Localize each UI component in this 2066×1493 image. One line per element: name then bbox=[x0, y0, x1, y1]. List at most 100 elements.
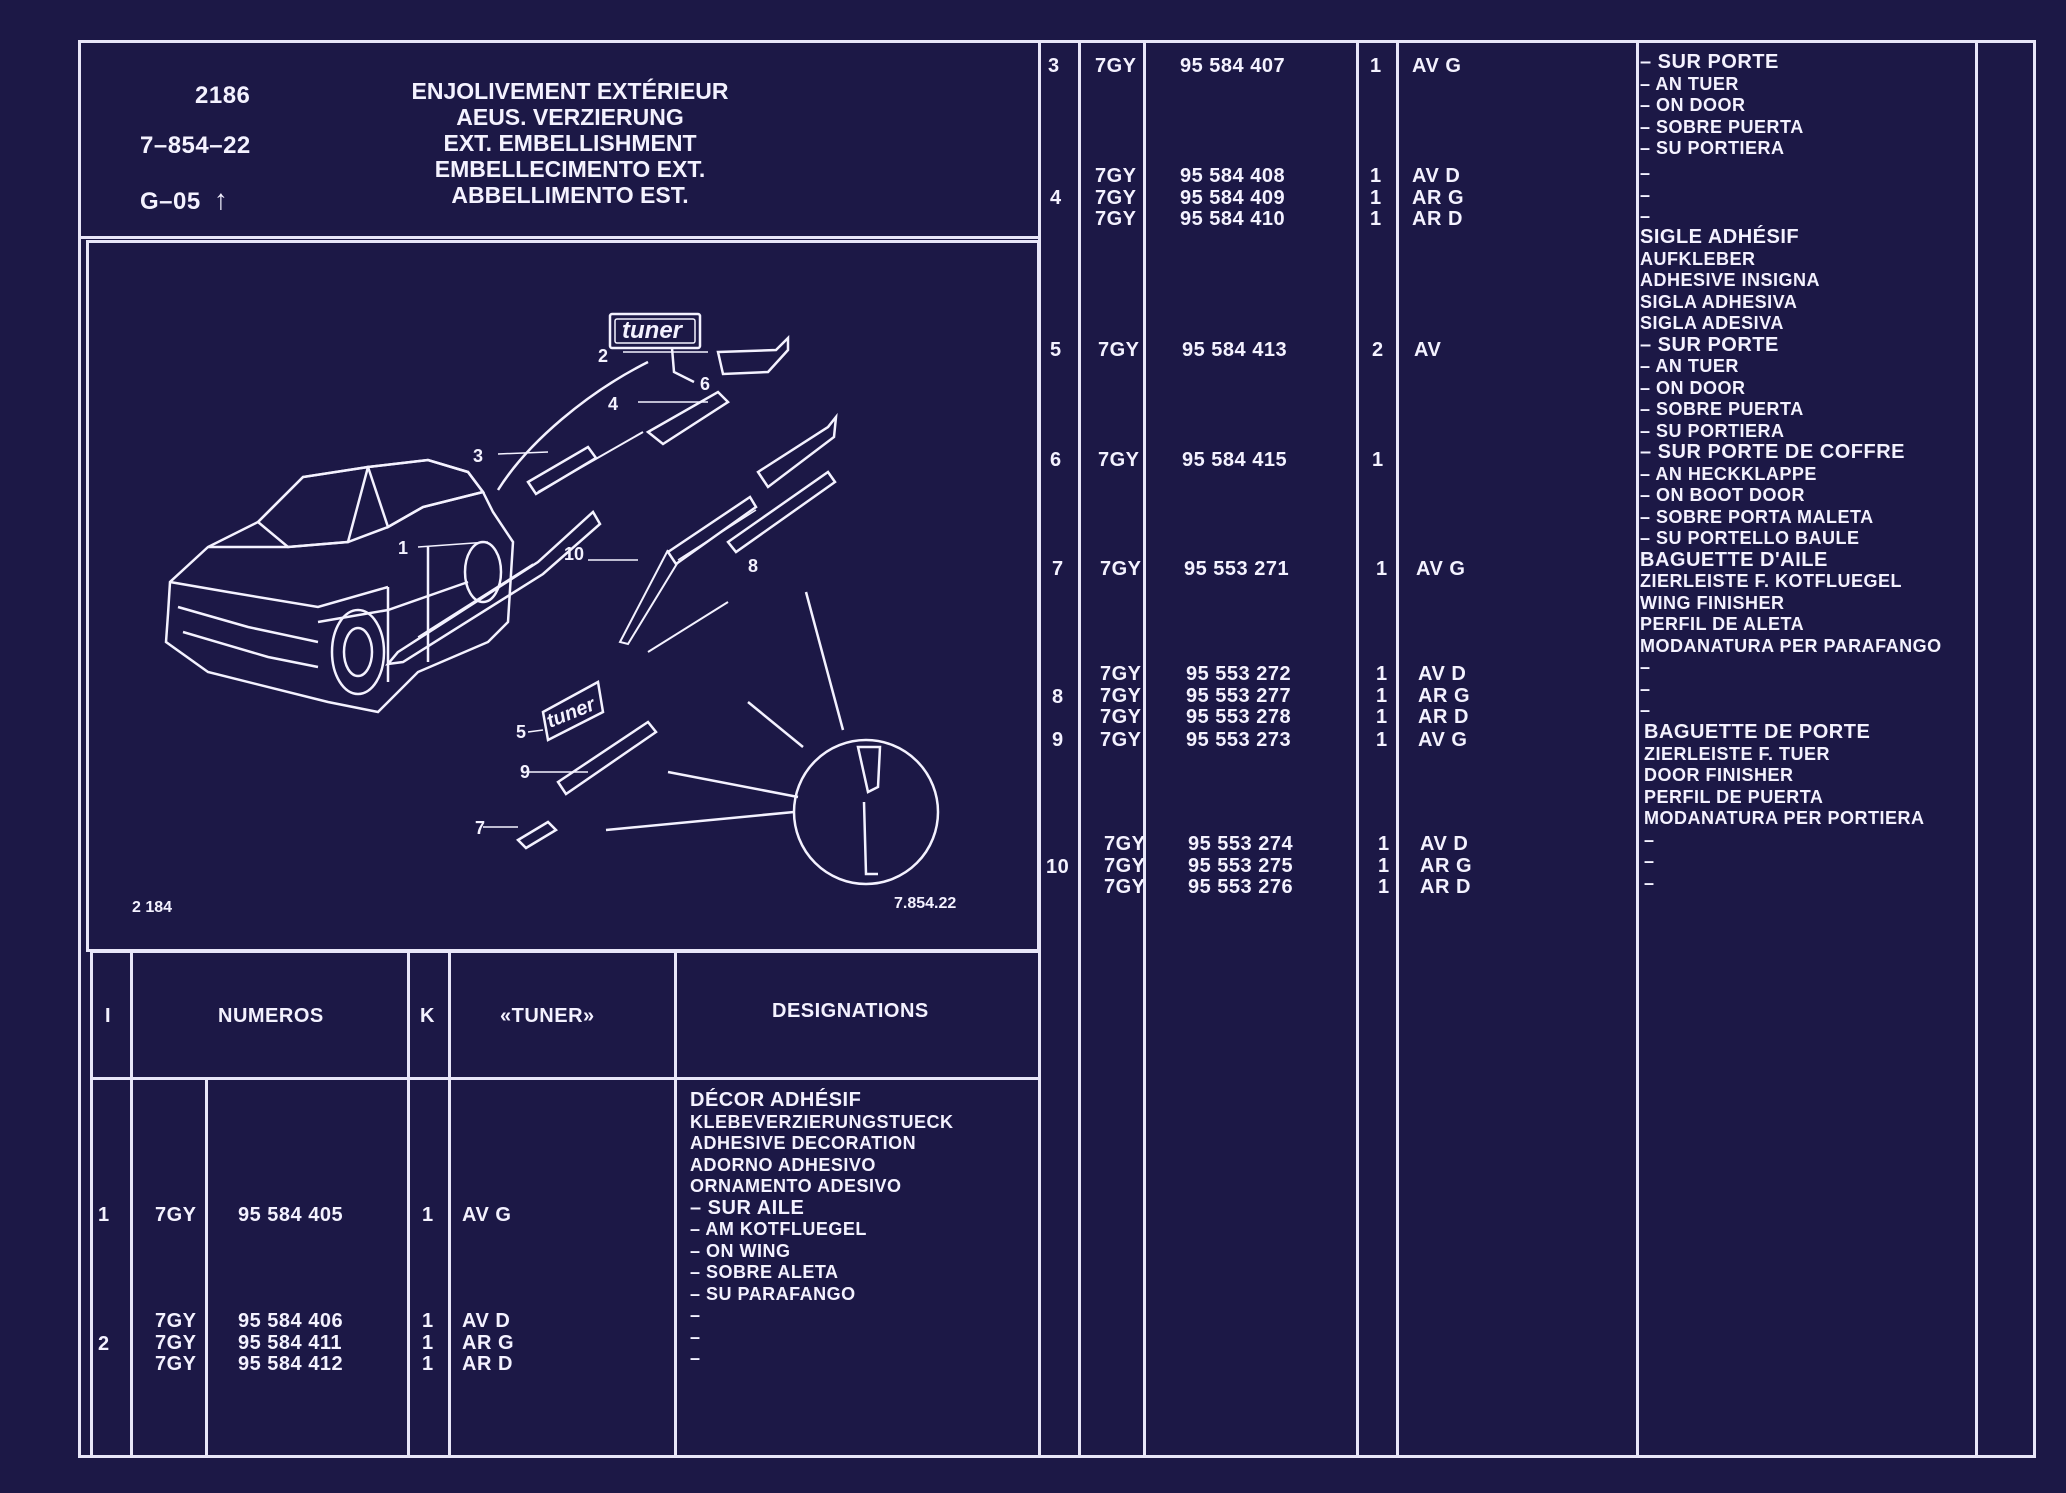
ref-2: 2 bbox=[98, 1333, 110, 1355]
col-line bbox=[1143, 40, 1146, 1458]
tuner-badge-text: tuner bbox=[622, 317, 684, 344]
callout-8: 8 bbox=[748, 556, 758, 576]
col-line bbox=[674, 950, 677, 1458]
col-line bbox=[1396, 40, 1399, 1458]
part-qty: 1 bbox=[1376, 729, 1388, 751]
ref-4: 4 bbox=[1050, 187, 1062, 209]
part-qty: 1 bbox=[1370, 55, 1382, 77]
strip-3 bbox=[526, 445, 598, 496]
strip-4 bbox=[645, 390, 730, 446]
ref-1: 1 bbox=[98, 1204, 110, 1226]
figure-code-right: 7.854.22 bbox=[894, 895, 956, 912]
ref-6: 6 bbox=[1050, 449, 1062, 471]
exploded-view-diagram: tuner 6 2 4 3 1 8 10 tuner 5 9 7 2 184 7… bbox=[132, 312, 956, 916]
part-code: 7GY bbox=[1095, 55, 1137, 77]
part-code: 7GY bbox=[155, 1204, 197, 1226]
table-header-bottom bbox=[90, 1077, 1040, 1080]
part-number: 95 584 407 bbox=[1180, 55, 1286, 77]
title-it: ABBELLIMENTO EST. bbox=[451, 182, 689, 208]
callout-10: 10 bbox=[564, 544, 584, 564]
part-number: 95 584 415 bbox=[1182, 449, 1288, 471]
ref-8: 8 bbox=[1052, 686, 1064, 708]
tuner-badge bbox=[608, 312, 702, 350]
part-position: AV G bbox=[462, 1204, 512, 1226]
col-line bbox=[205, 1077, 208, 1458]
callout-7: 7 bbox=[475, 818, 485, 838]
leader-line bbox=[496, 360, 649, 491]
col-header-k: K bbox=[420, 1005, 435, 1027]
col-header-numeros: NUMEROS bbox=[218, 1005, 324, 1027]
title-fr: ENJOLIVEMENT EXTÉRIEUR bbox=[411, 78, 729, 104]
table-header-top bbox=[90, 950, 1040, 953]
right-designations-door-variants: – – – bbox=[1640, 163, 1651, 226]
col-header-designations: DESIGNATIONS bbox=[772, 1000, 929, 1022]
col-line bbox=[130, 950, 133, 1458]
callout-2: 2 bbox=[598, 346, 608, 366]
right-designations-insignia-wing: SIGLE ADHÉSIF AUFKLEBER ADHESIVE INSIGNA… bbox=[1640, 226, 1942, 720]
part-code: 7GY bbox=[1100, 558, 1142, 580]
callout-4: 4 bbox=[608, 394, 618, 414]
ref-9: 9 bbox=[1052, 729, 1064, 751]
group-code: G–05 ↑ bbox=[140, 184, 229, 216]
strip-1 bbox=[384, 510, 602, 666]
left-designations: DÉCOR ADHÉSIF KLEBEVERZIERUNGSTUECK ADHE… bbox=[690, 1089, 954, 1368]
col-line bbox=[407, 950, 410, 1458]
title-es: EMBELLECIMENTO EXT. bbox=[434, 156, 706, 182]
callout-9: 9 bbox=[520, 762, 530, 782]
figure-code-left: 2 184 bbox=[132, 899, 172, 916]
part-position: AV G bbox=[1412, 55, 1462, 77]
part-qty: 1 bbox=[1376, 558, 1388, 580]
insignia-5 bbox=[541, 680, 605, 742]
right-designations-door-finisher: BAGUETTE DE PORTE ZIERLEISTE F. TUER DOO… bbox=[1644, 721, 1925, 893]
col-line bbox=[1636, 40, 1639, 1458]
part-position: AV G bbox=[1416, 558, 1466, 580]
outer-frame bbox=[78, 40, 2036, 1458]
title-de: AEUS. VERZIERUNG bbox=[456, 104, 684, 130]
part-position: AV bbox=[1414, 339, 1442, 361]
part-qty: 1 bbox=[422, 1204, 434, 1226]
title-divider bbox=[78, 236, 1040, 239]
col-line bbox=[448, 950, 451, 1458]
ref-3: 3 bbox=[1048, 55, 1060, 77]
part-number: 95 553 271 bbox=[1184, 558, 1290, 580]
reference-number: 7–854–22 bbox=[140, 132, 251, 159]
strip-9 bbox=[556, 720, 658, 796]
col-line bbox=[1975, 40, 1978, 1458]
col-line bbox=[90, 950, 93, 1458]
right-designations-door: – SUR PORTE – AN TUER – ON DOOR – SOBRE … bbox=[1640, 51, 1804, 158]
title-lines: ENJOLIVEMENT EXTÉRIEUR AEUS. VERZIERUNG … bbox=[380, 78, 760, 208]
callout-5: 5 bbox=[516, 722, 526, 742]
strip-8 bbox=[756, 412, 838, 489]
plate-number: 2186 bbox=[195, 82, 251, 109]
ref-10: 10 bbox=[1046, 856, 1070, 878]
callout-6: 6 bbox=[700, 374, 710, 394]
strip-10 bbox=[666, 495, 758, 566]
part-qty: 1 bbox=[1372, 449, 1384, 471]
part-code: 7GY bbox=[1098, 339, 1140, 361]
title-en: EXT. EMBELLISHMENT bbox=[443, 130, 697, 156]
callout-1: 1 bbox=[398, 538, 408, 558]
col-header-i: I bbox=[105, 1005, 112, 1027]
part-qty: 2 bbox=[1372, 339, 1384, 361]
part-position: AV G bbox=[1418, 729, 1468, 751]
col-line bbox=[1356, 40, 1359, 1458]
arrow-up-icon: ↑ bbox=[213, 184, 229, 215]
part-number: 95 584 405 bbox=[238, 1204, 344, 1226]
strip-7 bbox=[515, 820, 559, 850]
part-code: 7GY bbox=[1100, 729, 1142, 751]
